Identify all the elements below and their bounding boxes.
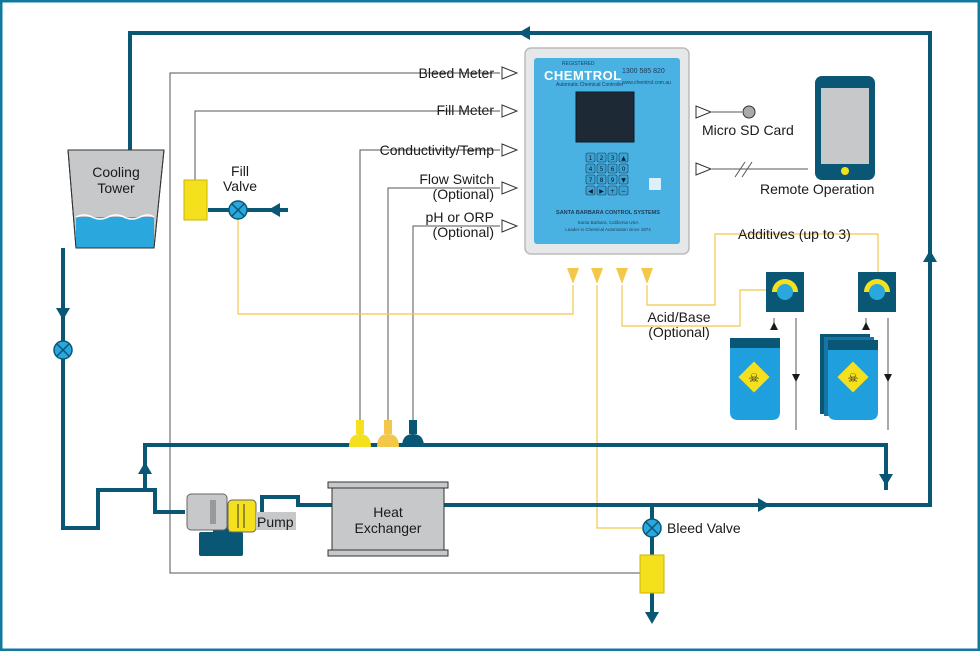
ph-orp-wire bbox=[412, 225, 500, 420]
keypad-key bbox=[585, 152, 596, 163]
sensor-probes bbox=[349, 420, 424, 447]
keypad-key bbox=[585, 174, 596, 185]
svg-text:☠: ☠ bbox=[848, 371, 859, 385]
output-label-additives: Additives (up to 3) bbox=[738, 226, 851, 242]
keypad-key bbox=[596, 185, 607, 196]
keypad-key-label: 5 bbox=[600, 166, 604, 173]
conductivity-wire bbox=[359, 149, 500, 420]
keypad-key bbox=[618, 174, 629, 185]
input-label-bleed-meter: Bleed Meter bbox=[418, 65, 494, 81]
fill-meter-icon bbox=[183, 179, 208, 221]
controller-tagline: Automatic Chemical Controller bbox=[556, 82, 624, 88]
keypad-key-label: 6 bbox=[611, 166, 615, 173]
keypad-key-label: 4 bbox=[589, 166, 593, 173]
input-label-ph-orp: pH or ORP (Optional) bbox=[425, 209, 494, 240]
input-label-fill-meter: Fill Meter bbox=[436, 102, 494, 118]
tower-outlet-pipe bbox=[61, 248, 185, 530]
keypad-key-label: ▶ bbox=[599, 188, 604, 195]
controller-address-2: Leader in Chemical Automation since 1974 bbox=[565, 227, 651, 232]
acid-base-signal bbox=[621, 285, 766, 327]
heat-exchanger-icon bbox=[327, 481, 449, 557]
keypad-key bbox=[618, 163, 629, 174]
hx-outlet-pipe bbox=[444, 497, 932, 507]
controller-address-1: Santa Barbara, California USA bbox=[577, 220, 639, 225]
flow-switch-probe-icon bbox=[377, 420, 399, 447]
controller-phone: 1300 585 820 bbox=[622, 68, 665, 75]
keypad-key-label: 2 bbox=[600, 155, 604, 162]
additive-tanks-icon: ☠ bbox=[820, 334, 878, 420]
keypad-key-label: + bbox=[610, 188, 615, 195]
keypad-key-label: ▼ bbox=[621, 177, 626, 184]
keypad-key-label: 7 bbox=[589, 177, 593, 184]
valves bbox=[53, 200, 662, 538]
sensor-bypass-pipe bbox=[143, 443, 888, 490]
fill-valve-icon bbox=[228, 200, 248, 220]
ph-probe-icon bbox=[402, 420, 424, 447]
keypad-key-label: 0 bbox=[622, 166, 626, 173]
additive-pump-2 bbox=[858, 272, 896, 312]
controller-brand-super: REGISTERED bbox=[562, 61, 595, 67]
flow-arrows bbox=[56, 26, 937, 624]
conductivity-probe-icon bbox=[349, 420, 371, 447]
keypad-key bbox=[596, 163, 607, 174]
pump-discharge-pipe bbox=[260, 495, 332, 512]
keypad-key bbox=[596, 174, 607, 185]
output-label-acid-base: Acid/Base (Optional) bbox=[647, 309, 711, 340]
input-label-flow-switch: Flow Switch (Optional) bbox=[419, 171, 494, 202]
input-label-conductivity: Conductivity/Temp bbox=[379, 142, 494, 158]
additive-pump-1 bbox=[766, 272, 804, 312]
keypad-key bbox=[596, 152, 607, 163]
output-label-remote: Remote Operation bbox=[760, 181, 875, 197]
keypad-key bbox=[607, 185, 618, 196]
micro-sd-icon bbox=[742, 105, 756, 119]
cooling-tower-label: Cooling Tower bbox=[92, 164, 140, 196]
signal-lines bbox=[237, 218, 879, 529]
bleed-valve-label: Bleed Valve bbox=[667, 520, 741, 536]
keypad-key-label: 8 bbox=[600, 177, 604, 184]
input-arrows bbox=[501, 66, 713, 233]
output-label-micro-sd: Micro SD Card bbox=[702, 122, 794, 138]
tower-valve-icon bbox=[53, 340, 73, 360]
keypad-key bbox=[618, 152, 629, 163]
keypad-key-label: 3 bbox=[611, 155, 615, 162]
controller-maker: SANTA BARBARA CONTROL SYSTEMS bbox=[556, 210, 660, 216]
flow-switch-wire bbox=[387, 187, 500, 420]
controller-brand: CHEMTROL bbox=[544, 68, 622, 83]
output-signal-arrows bbox=[567, 268, 653, 284]
keypad-key bbox=[607, 163, 618, 174]
keypad-key-label: ◀ bbox=[588, 188, 593, 195]
smartphone-icon bbox=[815, 76, 875, 180]
keypad-key-label: ▲ bbox=[621, 155, 626, 162]
acid-base-tank-icon: ☠ bbox=[730, 338, 780, 420]
bleed-meter-icon bbox=[639, 554, 665, 594]
dosing-arrows bbox=[770, 322, 892, 382]
bleed-meter-wire bbox=[169, 72, 640, 574]
keypad-key-label: 1 bbox=[589, 155, 593, 162]
pump-label: Pump bbox=[257, 514, 294, 530]
keypad-key-label: − bbox=[621, 188, 626, 195]
pump-icon bbox=[186, 493, 296, 556]
keypad-key bbox=[585, 185, 596, 196]
cooling-tower bbox=[67, 149, 165, 249]
fill-valve-label: Fill Valve bbox=[223, 163, 257, 194]
keypad-key bbox=[607, 174, 618, 185]
fill-valve-signal bbox=[237, 218, 574, 315]
fill-meter-wire bbox=[194, 110, 500, 180]
heat-exchanger-label: Heat Exchanger bbox=[354, 504, 422, 536]
keypad-key bbox=[585, 163, 596, 174]
controller-website: www.chemtrol.com.au bbox=[622, 80, 671, 86]
keypad-key-label: 9 bbox=[611, 177, 615, 184]
svg-text:☠: ☠ bbox=[749, 371, 760, 385]
keypad-key bbox=[607, 152, 618, 163]
additives-signal bbox=[646, 233, 879, 306]
keypad-key bbox=[618, 185, 629, 196]
bleed-valve-signal bbox=[596, 285, 642, 529]
bleed-valve-icon bbox=[642, 518, 662, 538]
